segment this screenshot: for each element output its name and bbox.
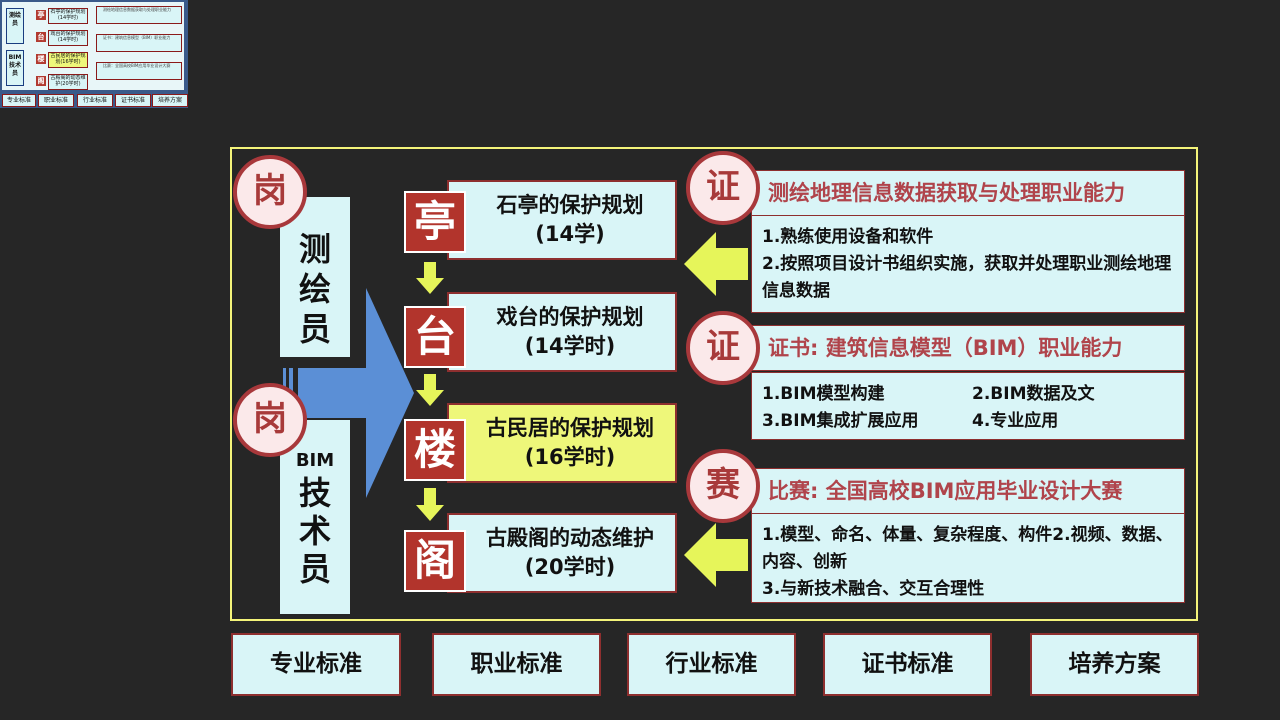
lesson-hours: (20学时) xyxy=(524,555,616,579)
left-arrow-icon xyxy=(684,232,748,587)
cert-badge-2: 证 xyxy=(686,311,760,385)
lesson-char-3: 楼 xyxy=(404,419,466,481)
standard-button-industry[interactable]: 行业标准 xyxy=(627,633,796,696)
cert-item: 3.BIM集成扩展应用 xyxy=(762,411,919,431)
standard-button-training-plan[interactable]: 培养方案 xyxy=(1030,633,1199,696)
thumbnail-lesson-3: 古民居的保护规划(16学时) xyxy=(48,52,88,68)
post-title: 技术员 xyxy=(298,474,331,588)
standard-button-certificate[interactable]: 证书标准 xyxy=(823,633,992,696)
standard-button-vocational[interactable]: 职业标准 xyxy=(432,633,601,696)
thumbnail-post-1: 测绘员 xyxy=(6,8,24,44)
cert-body-3: 1.模型、命名、体量、复杂程度、构件2.视频、数据、内容、创新 3.与新技术融合… xyxy=(751,513,1185,603)
standard-button-professional[interactable]: 专业标准 xyxy=(231,633,401,696)
thumbnail-lesson-char-2: 台 xyxy=(36,32,46,42)
post-title: 测绘员 xyxy=(298,230,331,348)
cert-title-2: 证书: 建筑信息模型（BIM）职业能力 xyxy=(751,325,1185,371)
lesson-name: 戏台的保护规划 xyxy=(496,305,644,329)
cert-body-2: 1.BIM模型构建 2.BIM数据及文 3.BIM集成扩展应用 4.专业应用 xyxy=(751,372,1185,440)
post-badge-2: 岗 xyxy=(233,383,307,457)
thumbnail-cert-1: 测绘地理信息数据获取与处理职业能力 xyxy=(96,6,182,24)
thumbnail-standard-2: 职业标准 xyxy=(38,94,74,107)
lesson-char-2: 台 xyxy=(404,306,466,368)
thumbnail-lesson-1: 石亭的保护规划(14学时) xyxy=(48,8,88,24)
cert-item: 1.熟练使用设备和软件 xyxy=(762,227,934,247)
competition-badge: 赛 xyxy=(686,449,760,523)
cert-item: 2.按照项目设计书组织实施，获取并处理职业测绘地理信息数据 xyxy=(762,254,1172,301)
lesson-card-1[interactable]: 石亭的保护规划 (14学) xyxy=(447,180,677,260)
cert-item-row: 1.BIM模型构建 2.BIM数据及文 xyxy=(762,381,1174,408)
post-badge-1: 岗 xyxy=(233,155,307,229)
lesson-card-3[interactable]: 古民居的保护规划 (16学时) xyxy=(447,403,677,483)
cert-badge-1: 证 xyxy=(686,151,760,225)
lesson-hours: (14学时) xyxy=(524,334,616,358)
thumbnail-standard-1: 专业标准 xyxy=(2,94,36,107)
thumbnail-standard-4: 证书标准 xyxy=(115,94,151,107)
lesson-name: 古殿阁的动态维护 xyxy=(486,526,654,550)
cert-title-1: 测绘地理信息数据获取与处理职业能力 xyxy=(751,170,1185,216)
thumbnail-standard-5: 培养方案 xyxy=(152,94,188,107)
cert-item: 2.BIM数据及文 xyxy=(972,384,1095,404)
post-bim-technician: BIM 技术员 xyxy=(280,420,350,614)
down-arrow-icon xyxy=(416,262,444,521)
lesson-char-4: 阁 xyxy=(404,530,466,592)
content-frame xyxy=(230,147,1198,621)
thumbnail-cert-3: 比赛：全国高校BIM应用毕业设计大赛 xyxy=(96,62,182,80)
lesson-card-4[interactable]: 古殿阁的动态维护 (20学时) xyxy=(447,513,677,593)
lesson-name: 石亭的保护规划 xyxy=(496,193,644,217)
post-surveyor: 测绘员 xyxy=(280,197,350,357)
thumbnail-lesson-2: 戏台的保护规划(14学时) xyxy=(48,30,88,46)
cert-item: 1.模型、命名、体量、复杂程度、构件2.视频、数据、内容、创新 xyxy=(762,525,1173,572)
thumbnail-post-2: BIM技术员 xyxy=(6,50,24,86)
thumbnail-standard-3: 行业标准 xyxy=(77,94,113,107)
thumbnail-cert-2: 证书：建筑信息模型（BIM）职业能力 xyxy=(96,34,182,52)
lesson-card-2[interactable]: 戏台的保护规划 (14学时) xyxy=(447,292,677,372)
cert-item: 4.专业应用 xyxy=(972,411,1059,431)
cert-title-3: 比赛: 全国高校BIM应用毕业设计大赛 xyxy=(751,468,1185,514)
cert-item: 3.与新技术融合、交互合理性 xyxy=(762,579,985,599)
post-title-prefix: BIM xyxy=(295,450,335,471)
thumbnail-lesson-4: 古殿阁的动态维护(20学时) xyxy=(48,74,88,90)
thumbnail-lesson-char-1: 亭 xyxy=(36,10,46,20)
cert-item-row: 3.BIM集成扩展应用 4.专业应用 xyxy=(762,408,1174,435)
thumbnail-lesson-char-4: 阁 xyxy=(36,76,46,86)
lesson-hours: (14学) xyxy=(535,222,605,246)
cert-body-1: 1.熟练使用设备和软件 2.按照项目设计书组织实施，获取并处理职业测绘地理信息数… xyxy=(751,215,1185,313)
cert-item: 1.BIM模型构建 xyxy=(762,384,885,404)
lesson-char-1: 亭 xyxy=(404,191,466,253)
thumbnail-lesson-char-3: 楼 xyxy=(36,54,46,64)
lesson-name: 古民居的保护规划 xyxy=(486,416,654,440)
slide-thumbnail[interactable]: 测绘员 BIM技术员 亭 台 楼 阁 石亭的保护规划(14学时) 戏台的保护规划… xyxy=(0,0,188,108)
lesson-hours: (16学时) xyxy=(524,445,616,469)
